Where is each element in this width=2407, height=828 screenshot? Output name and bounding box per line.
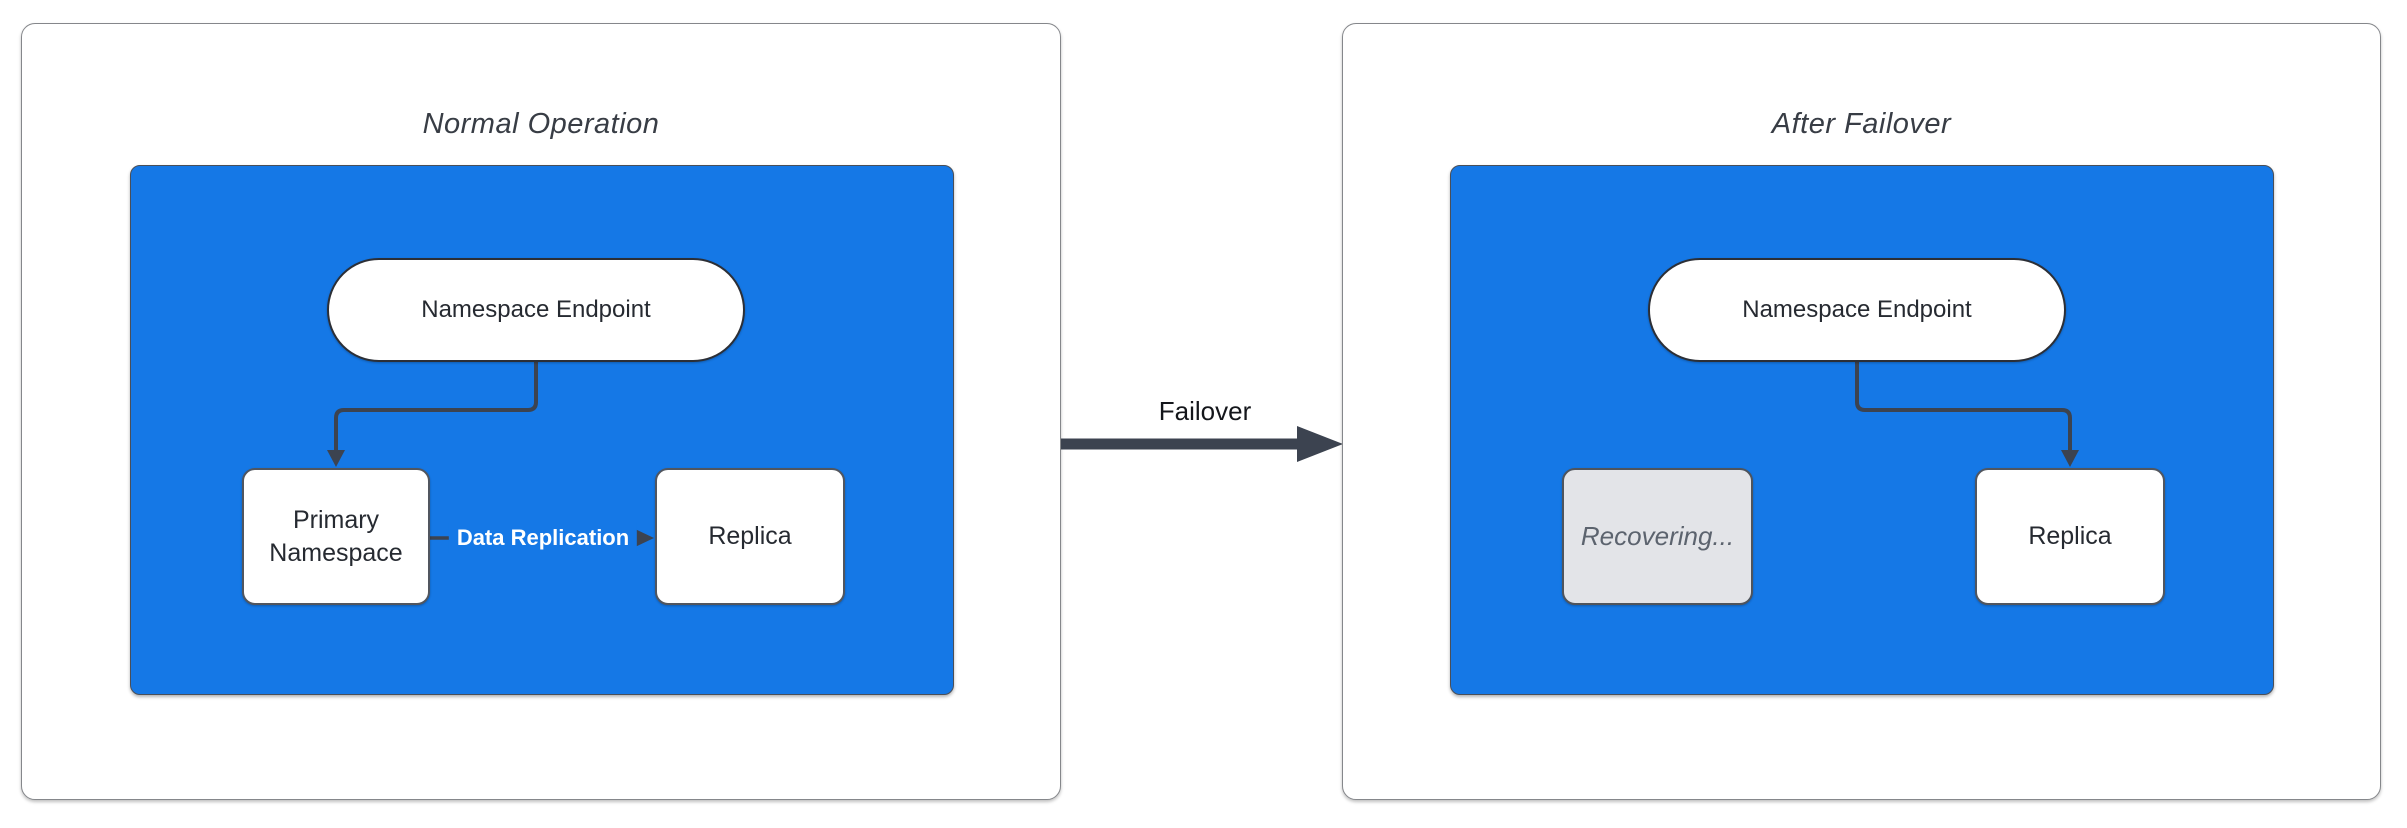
node-namespace-endpoint-right: Namespace Endpoint xyxy=(1648,258,2066,362)
node-namespace-endpoint-label: Namespace Endpoint xyxy=(421,296,651,324)
data-replication-edge-label: Data Replication xyxy=(448,523,638,553)
endpoint-to-replica-connector xyxy=(1855,362,2072,452)
normal-operation-title: Normal Operation xyxy=(422,108,660,140)
right-arrowhead-icon xyxy=(635,529,654,547)
node-primary-namespace: Primary Namespace xyxy=(242,468,430,605)
node-replica-left: Replica xyxy=(655,468,845,605)
node-replica-left-label: Replica xyxy=(708,522,792,550)
failover-edge-label: Failover xyxy=(1158,396,1252,426)
node-recovering: Recovering... xyxy=(1562,468,1753,605)
node-replica-right-label: Replica xyxy=(2028,522,2112,550)
after-failover-title: After Failover xyxy=(1771,108,1952,140)
normal-operation-group: Namespace Endpoint Primary Namespace Rep… xyxy=(130,165,954,695)
normal-operation-edges xyxy=(327,362,654,547)
node-replica-right: Replica xyxy=(1975,468,2165,605)
down-arrowhead-icon xyxy=(2061,450,2079,467)
failover-arrowhead-icon xyxy=(1297,426,1343,462)
after-failover-edges xyxy=(1855,362,2079,467)
normal-operation-panel: Normal Operation Namespace Endpoint Prim… xyxy=(21,23,1061,800)
node-namespace-endpoint-right-label: Namespace Endpoint xyxy=(1742,296,1972,324)
node-recovering-label: Recovering... xyxy=(1580,521,1735,552)
node-primary-namespace-label: Primary Namespace xyxy=(269,505,403,567)
node-namespace-endpoint: Namespace Endpoint xyxy=(327,258,745,362)
after-failover-panel: After Failover Namespace Endpoint Recove… xyxy=(1342,23,2381,800)
after-failover-group: Namespace Endpoint Recovering... Replica xyxy=(1450,165,2274,695)
down-arrowhead-icon xyxy=(327,450,345,467)
failover-arrow xyxy=(1061,426,1343,462)
endpoint-to-primary-connector xyxy=(334,362,538,452)
